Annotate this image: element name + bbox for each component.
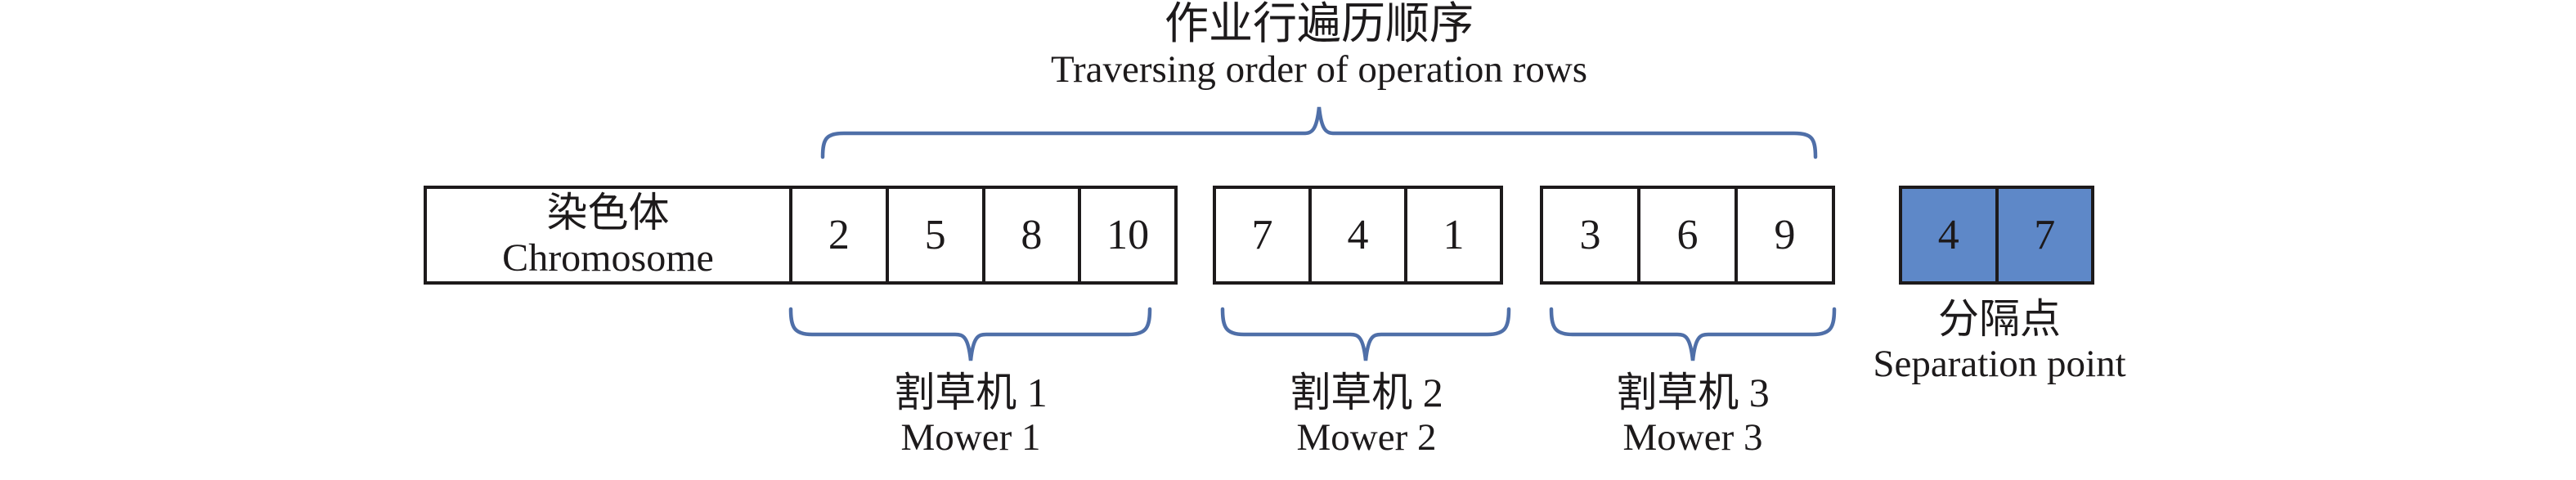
gene-cell: 7 — [1251, 212, 1273, 258]
separation-point-label: 分隔点 Separation point — [1873, 296, 2125, 386]
gene-cell: 5 — [885, 189, 982, 281]
chromosome-label-english: Chromosome — [502, 236, 714, 280]
mower3-table: 3 6 9 — [1540, 186, 1835, 285]
mower-1-label-chinese: 割草机 1 — [894, 370, 1048, 415]
gene-cell: 8 — [981, 189, 1079, 281]
gene-cell: 3 — [1579, 212, 1601, 258]
diagram-title: 作业行遍历顺序 Traversing order of operation ro… — [1051, 0, 1587, 92]
mower-1-label-english: Mower 1 — [900, 416, 1041, 459]
mower-3-label-chinese: 割草机 3 — [1616, 370, 1770, 415]
separation-point-table: 4 7 — [1899, 186, 2094, 285]
separation-label-chinese: 分隔点 — [1937, 296, 2061, 342]
mower2-table: 7 4 1 — [1213, 186, 1503, 285]
title-english: Traversing order of operation rows — [1050, 48, 1588, 91]
mower-3-label: 割草机 3 Mower 3 — [1616, 370, 1770, 460]
top-brace — [820, 106, 1818, 159]
mower-2-brace — [1220, 307, 1511, 361]
gene-cell: 2 — [789, 189, 886, 281]
chromosome-and-mower1-table: 染色体 Chromosome 2 5 8 10 — [424, 186, 1178, 285]
mower-2-label-english: Mower 2 — [1296, 416, 1437, 459]
chromosome-label-chinese: 染色体 — [546, 189, 670, 236]
separation-label-english: Separation point — [1873, 343, 2126, 385]
gene-cell: 10 — [1078, 189, 1174, 281]
mower-3-brace — [1549, 307, 1837, 361]
mower-3-label-english: Mower 3 — [1622, 416, 1763, 459]
mower-2-label-chinese: 割草机 2 — [1290, 370, 1443, 415]
chromosome-header-cell: 染色体 Chromosome — [427, 189, 789, 281]
separation-gene-cell: 4 — [1902, 189, 1995, 281]
gene-cell: 9 — [1735, 189, 1832, 281]
mower-2-label: 割草机 2 Mower 2 — [1290, 370, 1443, 460]
gene-cell: 6 — [1637, 189, 1735, 281]
title-chinese: 作业行遍历顺序 — [1165, 0, 1474, 48]
gene-cell: 1 — [1404, 189, 1500, 281]
gene-cell: 4 — [1308, 189, 1404, 281]
separation-gene-cell: 7 — [1995, 189, 2091, 281]
mower-1-brace — [788, 307, 1152, 361]
mower-1-label: 割草机 1 Mower 1 — [894, 370, 1048, 460]
